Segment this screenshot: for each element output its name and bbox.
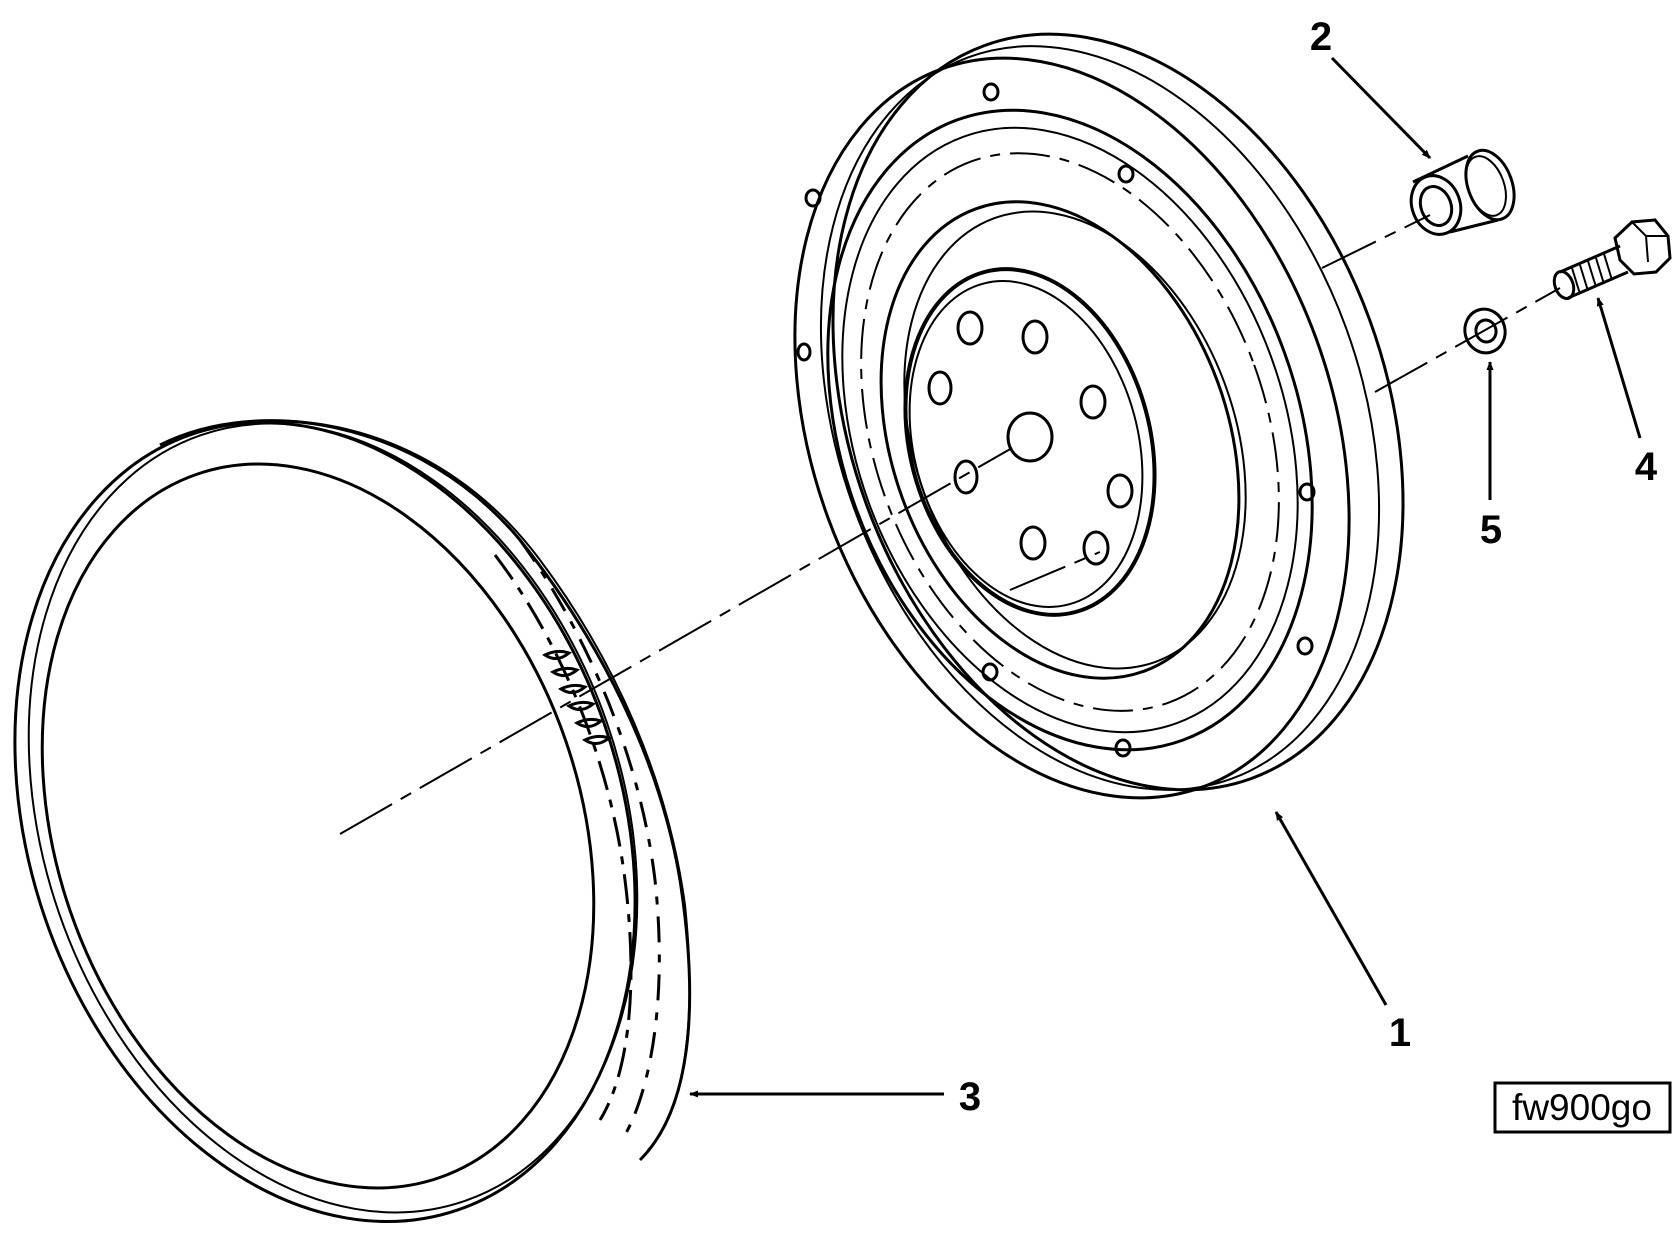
main-axis-line xyxy=(339,447,1013,835)
bolt-center-line xyxy=(1009,551,1101,591)
flywheel-center-bore xyxy=(1006,411,1054,463)
screw-shank-top xyxy=(1559,244,1621,274)
flywheel-recess-outer xyxy=(879,200,1241,680)
flywheel-dashed-circle xyxy=(860,152,1280,712)
flywheel-hub-inner xyxy=(908,280,1144,608)
callout-5: 5 xyxy=(1480,508,1502,552)
callout-leaders xyxy=(689,56,1642,1098)
flywheel-outer-rim-front xyxy=(793,56,1351,800)
flywheel-step-outer xyxy=(826,108,1314,752)
flywheel-step-inner xyxy=(841,126,1299,734)
washer xyxy=(1463,307,1507,355)
flywheel-recess-inner xyxy=(903,210,1247,670)
leader-4 xyxy=(1596,297,1642,439)
ring-gear-teeth-detail xyxy=(542,649,613,745)
screw-hex-head-face xyxy=(1631,221,1668,263)
flywheel-rim-bolt-holes xyxy=(796,82,1316,758)
figure-id-text: fw900go xyxy=(1512,1087,1652,1128)
bushing-top-edge xyxy=(1412,154,1469,184)
callout-2: 2 xyxy=(1310,15,1332,59)
flywheel-hub-outer xyxy=(903,267,1157,617)
flywheel-outer-rim-back xyxy=(831,32,1405,792)
figure-id-label: fw900go xyxy=(1493,1081,1672,1134)
bushing-bottom-edge xyxy=(1449,218,1499,234)
cap-screw xyxy=(1552,218,1672,301)
flywheel xyxy=(793,32,1405,800)
leader-1 xyxy=(1274,811,1388,1006)
ring-gear-inner-edge xyxy=(40,462,596,1190)
screw-washer-center-line xyxy=(1374,287,1561,393)
bushing-bore xyxy=(1418,185,1454,227)
callout-4: 4 xyxy=(1635,445,1658,489)
flywheel-hub-bolt-holes xyxy=(927,310,1134,566)
ring-gear-tooth-band xyxy=(493,554,633,1121)
callout-3: 3 xyxy=(959,1075,981,1119)
figure-id-box xyxy=(1493,1081,1672,1134)
leader-2 xyxy=(1330,56,1432,160)
center-lines xyxy=(339,214,1561,835)
flywheel-outer-rim-mid xyxy=(819,45,1381,791)
screw-shank-bottom xyxy=(1567,270,1629,300)
ring-gear xyxy=(13,419,692,1223)
bushing-flange-inner xyxy=(1465,155,1507,217)
bushing-center-line xyxy=(1321,214,1431,269)
callout-1: 1 xyxy=(1389,1011,1411,1055)
washer-inner xyxy=(1474,318,1498,344)
screw-hex-head xyxy=(1613,218,1672,276)
ring-gear-rim-back-2 xyxy=(174,419,691,1151)
pilot-bushing xyxy=(1409,148,1516,236)
screw-threads xyxy=(1571,253,1613,295)
ring-gear-tooth-band-2 xyxy=(518,539,661,1136)
washer-outer xyxy=(1463,307,1507,355)
ring-gear-outer-edge-2 xyxy=(27,422,639,1214)
